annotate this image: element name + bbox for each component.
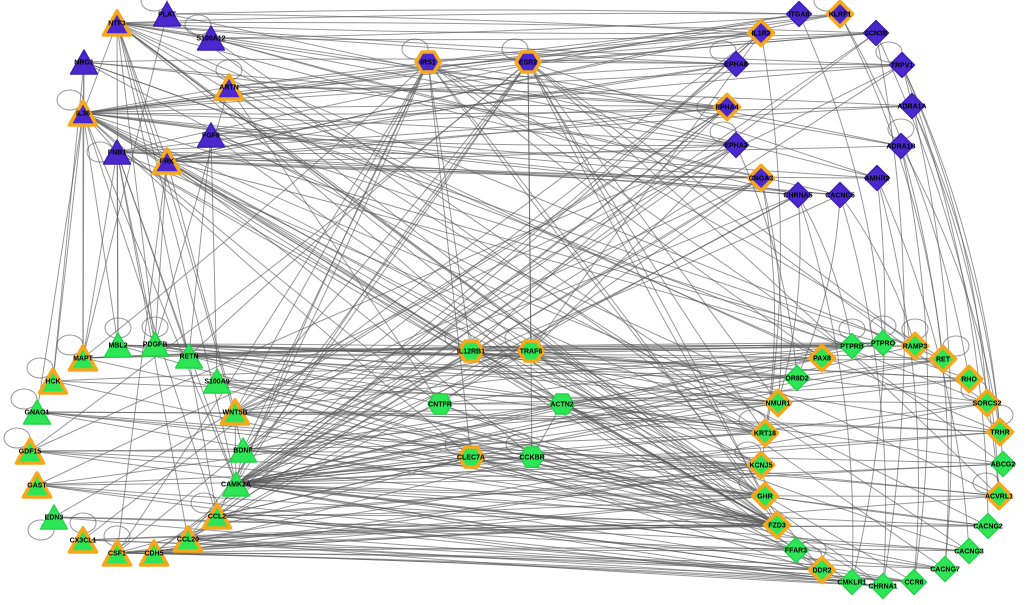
svg-text:RETN: RETN (179, 354, 198, 361)
svg-text:ARTN: ARTN (219, 85, 238, 92)
svg-text:MBL2: MBL2 (108, 343, 127, 350)
svg-text:GHR: GHR (757, 494, 773, 501)
svg-text:NRG1: NRG1 (74, 60, 94, 67)
svg-text:CDH5: CDH5 (144, 551, 163, 558)
svg-text:BDNF: BDNF (233, 448, 253, 455)
svg-text:CNGA3: CNGA3 (749, 176, 774, 183)
svg-text:FRK: FRK (160, 159, 174, 166)
svg-text:IL36: IL36 (76, 111, 90, 118)
svg-text:ITGA8: ITGA8 (789, 12, 810, 19)
svg-text:CCL20: CCL20 (177, 537, 199, 544)
svg-text:CMKLR1: CMKLR1 (837, 580, 866, 587)
svg-text:RAMP3: RAMP3 (903, 344, 928, 351)
svg-text:TRPV1: TRPV1 (891, 63, 914, 70)
svg-text:AMHR2: AMHR2 (865, 176, 890, 183)
svg-text:ADRA1A: ADRA1A (897, 104, 926, 111)
svg-text:DDR2: DDR2 (812, 568, 831, 575)
svg-text:SORCS2: SORCS2 (973, 401, 1002, 408)
svg-text:TRAF6: TRAF6 (520, 349, 543, 356)
svg-text:RET: RET (936, 357, 951, 364)
svg-text:CACNG5: CACNG5 (825, 193, 855, 200)
svg-text:PTPRO: PTPRO (871, 341, 896, 348)
svg-text:CHRNA1: CHRNA1 (868, 584, 897, 591)
svg-text:NTF3: NTF3 (108, 21, 126, 28)
svg-text:SCN3B: SCN3B (864, 31, 888, 38)
svg-text:PAX8: PAX8 (813, 356, 831, 363)
svg-text:CNTFR: CNTFR (428, 402, 452, 409)
svg-text:EPHA4: EPHA4 (715, 105, 738, 112)
svg-text:TRHR: TRHR (990, 430, 1009, 437)
svg-text:ACVRL1: ACVRL1 (985, 494, 1013, 501)
svg-text:ESR2: ESR2 (519, 60, 537, 67)
svg-text:WNT5B: WNT5B (223, 410, 248, 417)
svg-text:MAPT: MAPT (73, 356, 94, 363)
svg-text:RHO: RHO (961, 377, 977, 384)
svg-text:HCK: HCK (45, 379, 60, 386)
svg-text:KCNJ5: KCNJ5 (750, 463, 773, 470)
svg-text:CACNG3: CACNG3 (954, 549, 984, 556)
svg-text:IL12RB1: IL12RB1 (457, 349, 485, 356)
svg-text:PTPRB: PTPRB (840, 344, 864, 351)
svg-text:CCKBR: CCKBR (519, 455, 544, 462)
svg-text:S100A12: S100A12 (196, 36, 225, 43)
svg-text:GNAO1: GNAO1 (25, 410, 50, 417)
svg-text:ADRA1B: ADRA1B (886, 144, 915, 151)
svg-text:EPHA3: EPHA3 (724, 143, 747, 150)
svg-text:IL1R2: IL1R2 (751, 31, 770, 38)
svg-text:ABCG2: ABCG2 (991, 462, 1016, 469)
svg-text:CAMK2A: CAMK2A (221, 482, 251, 489)
svg-text:CSF1: CSF1 (108, 551, 126, 558)
svg-text:IRS1: IRS1 (420, 60, 436, 67)
svg-text:ACTN2: ACTN2 (550, 402, 573, 409)
svg-text:CHRNA5: CHRNA5 (783, 193, 812, 200)
svg-text:PDGFB: PDGFB (143, 342, 168, 349)
svg-text:FGF6: FGF6 (202, 133, 220, 140)
svg-text:CACNG7: CACNG7 (930, 567, 960, 574)
svg-text:PLAT: PLAT (158, 12, 176, 19)
svg-text:FZD3: FZD3 (768, 523, 786, 530)
svg-text:NMUR1: NMUR1 (766, 401, 791, 408)
svg-text:CX3CL1: CX3CL1 (70, 538, 97, 545)
svg-text:CACNG2: CACNG2 (973, 524, 1003, 531)
svg-text:FFAR3: FFAR3 (785, 548, 807, 555)
svg-text:OR8D2: OR8D2 (785, 376, 808, 383)
svg-text:EPHA8: EPHA8 (724, 62, 747, 69)
svg-text:CCL2: CCL2 (208, 514, 226, 521)
svg-text:CLEC7A: CLEC7A (457, 455, 485, 462)
svg-text:FNB1: FNB1 (108, 150, 126, 157)
svg-text:GDF15: GDF15 (19, 449, 42, 456)
svg-text:GAST: GAST (27, 483, 47, 490)
svg-text:CCR6: CCR6 (904, 580, 923, 587)
svg-text:S100A9: S100A9 (204, 379, 229, 386)
svg-text:KRT18: KRT18 (754, 431, 776, 438)
svg-text:KLRF1: KLRF1 (829, 12, 852, 19)
svg-text:EDN3: EDN3 (45, 515, 64, 522)
